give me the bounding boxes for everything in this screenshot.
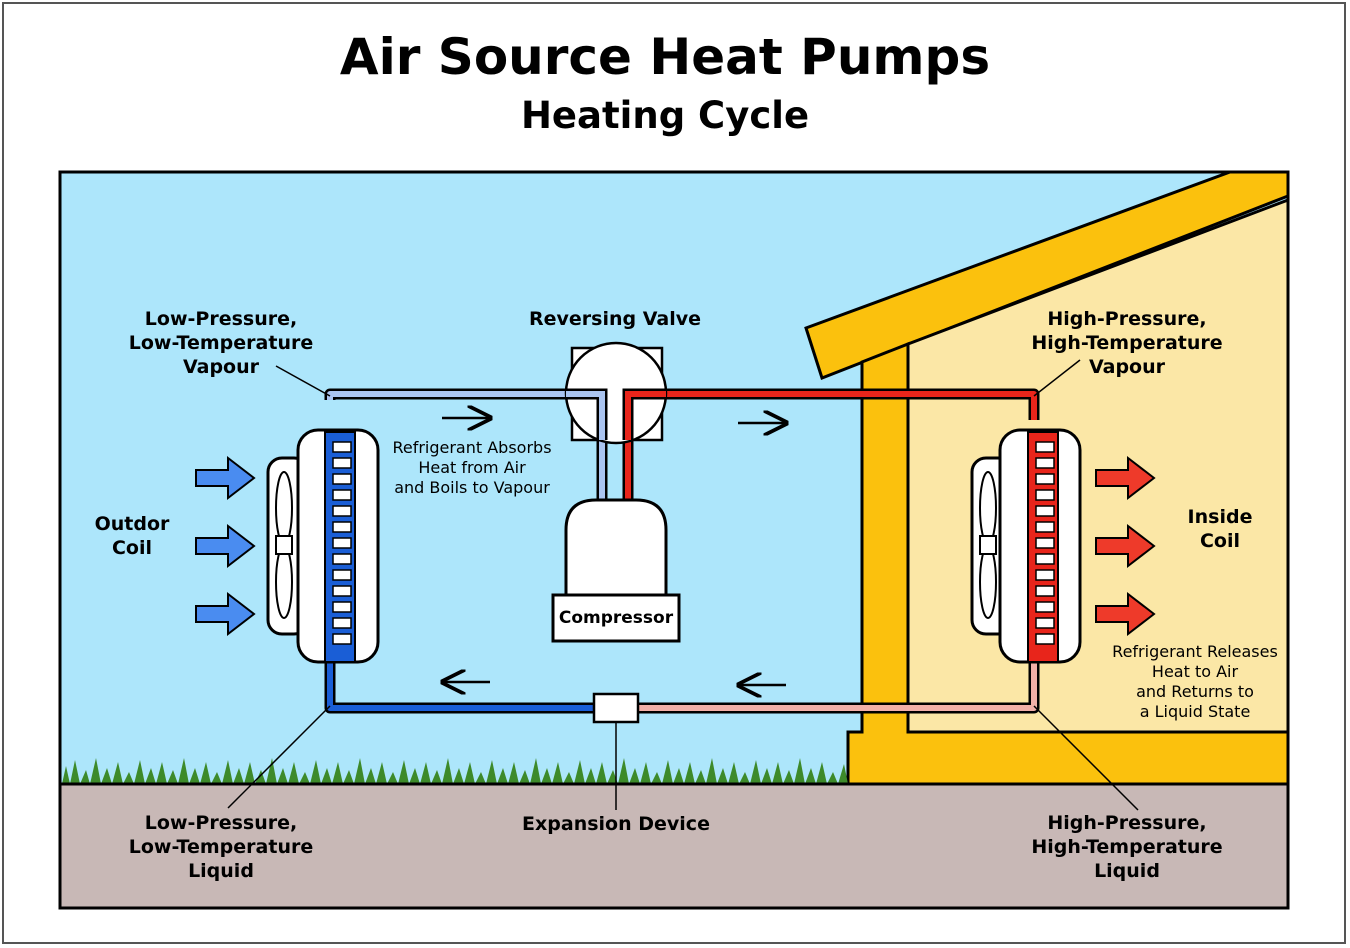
note-refrigerant-absorbs: Refrigerant Absorbs Heat from Air and Bo… [392, 438, 552, 497]
label-lp-liquid: Low-Pressure, Low-Temperature Liquid [128, 812, 314, 882]
diagram-title: Air Source Heat Pumps [339, 28, 991, 86]
ground [58, 782, 1290, 910]
house-roof [804, 170, 1290, 380]
note-refrigerant-releases: Refrigerant Releases Heat to Air and Ret… [1112, 642, 1278, 721]
label-expansion-device: Expansion Device [522, 813, 710, 835]
expansion-device-icon [592, 692, 640, 724]
inside-coil-icon [998, 428, 1082, 664]
outdoor-coil-icon [296, 428, 380, 664]
label-hp-liquid: High-Pressure, High-Temperature Liquid [1031, 812, 1223, 882]
label-reversing-valve: Reversing Valve [529, 308, 701, 330]
label-inside-coil: Inside Coil [1187, 506, 1253, 552]
refrigerant-piping [324, 388, 1040, 714]
label-outdoor-coil: Outdor Coil [94, 513, 170, 559]
leader-lines [227, 359, 1139, 811]
label-lp-vapour: Low-Pressure, Low-Temperature Vapour [128, 308, 314, 378]
flow-arrow-icon [442, 418, 786, 685]
diagram-subtitle: Heating Cycle [520, 94, 810, 137]
reversing-valve-icon [564, 341, 668, 445]
label-hp-vapour: High-Pressure, High-Temperature Vapour [1031, 308, 1223, 378]
air-arrow-icon [1095, 455, 1156, 637]
compressor-icon [551, 498, 681, 643]
label-compressor: Compressor [558, 608, 674, 628]
air-arrow-icon [195, 455, 256, 637]
